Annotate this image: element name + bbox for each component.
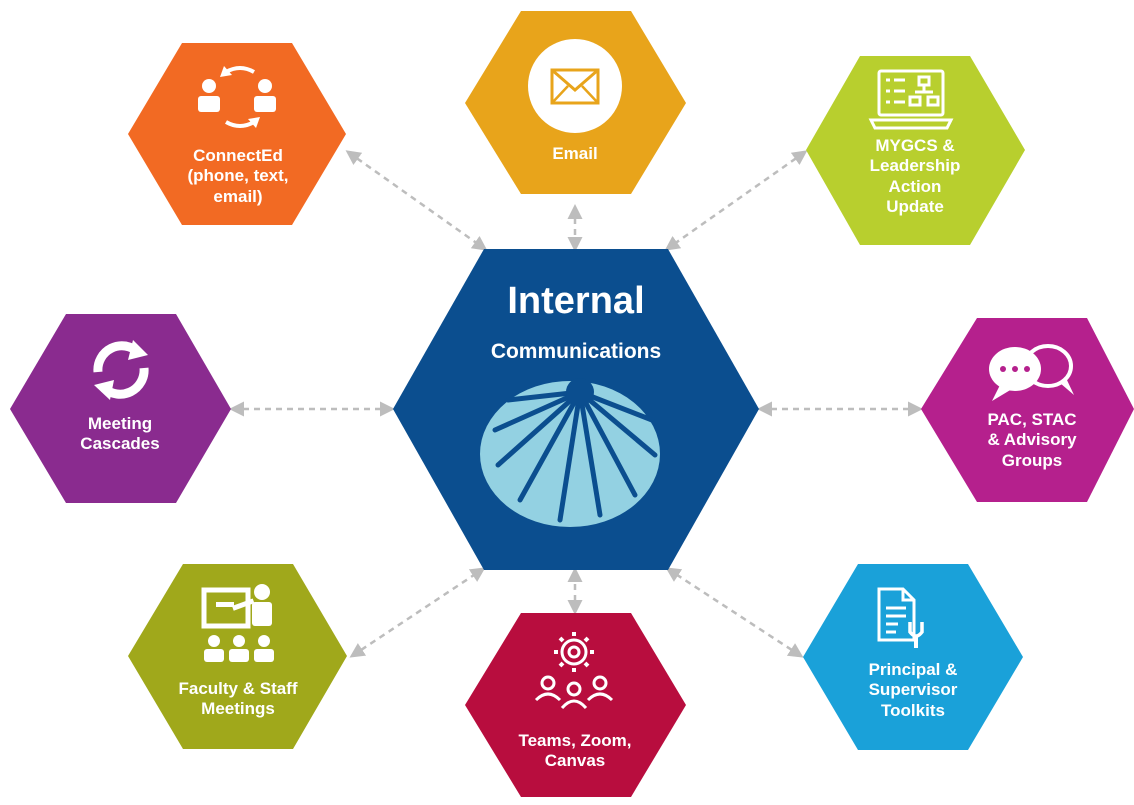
faculty-label-line-1: Faculty & Staff xyxy=(178,679,298,698)
principal-label: Principal & Supervisor Toolkits xyxy=(843,660,983,721)
chat-bubbles-icon xyxy=(989,344,1074,401)
envelope-icon xyxy=(528,39,622,133)
connected-label-line-1: ConnectEd xyxy=(193,146,283,165)
faculty-label-line-2: Meetings xyxy=(201,699,275,719)
pac-label: PAC, STAC & Advisory Groups xyxy=(962,410,1102,471)
email-label: Email xyxy=(505,144,645,164)
mygcs-label-line-4: Update xyxy=(886,197,944,217)
meeting-label: Meeting Cascades xyxy=(50,414,190,455)
connected-label-line-2: (phone, text, xyxy=(187,166,289,186)
connector-principal xyxy=(665,567,804,658)
connector-connected xyxy=(345,150,488,251)
mygcs-label-line-1: MYGCS & xyxy=(875,136,955,155)
teams-label: Teams, Zoom, Canvas xyxy=(495,731,655,772)
meeting-label-line-2: Cascades xyxy=(80,434,160,454)
mygcs-label-line-3: Action xyxy=(888,176,942,196)
center-subtitle: Communications xyxy=(490,340,662,363)
meeting-hexagon xyxy=(10,314,231,503)
mygcs-hexagon xyxy=(806,56,1025,245)
connector-mygcs xyxy=(664,150,808,251)
pac-label-line-3: Groups xyxy=(1001,450,1063,470)
center-title: Internal xyxy=(507,280,645,322)
mygcs-label: MYGCS & Leadership Action Update xyxy=(845,136,985,218)
pac-hexagon xyxy=(921,318,1134,502)
presentation-icon xyxy=(201,584,274,662)
laptop-org-chart-icon xyxy=(868,69,954,130)
refresh-arrows-icon xyxy=(93,340,149,400)
team-gear-icon xyxy=(534,632,614,710)
mygcs-label-line-2: Leadership xyxy=(869,156,961,176)
connected-label: ConnectEd (phone, text, email) xyxy=(158,146,318,207)
teams-label-line-1: Teams, Zoom, xyxy=(518,731,632,750)
meeting-label-line-1: Meeting xyxy=(87,414,153,433)
principal-label-line-3: Toolkits xyxy=(881,700,945,720)
people-exchange-icon xyxy=(198,66,276,128)
email-label-line-1: Email xyxy=(552,144,598,163)
connectors xyxy=(229,150,923,658)
document-wrench-icon xyxy=(877,587,924,648)
faculty-label: Faculty & Staff Meetings xyxy=(153,679,323,720)
principal-label-line-1: Principal & xyxy=(868,660,958,679)
pac-label-line-2: & Advisory xyxy=(987,430,1077,450)
teams-label-line-2: Canvas xyxy=(544,751,606,771)
globe-logo-icon xyxy=(480,378,660,527)
principal-label-line-2: Supervisor xyxy=(868,680,958,700)
principal-hexagon xyxy=(803,564,1023,750)
teams-hexagon xyxy=(465,613,686,797)
connected-label-line-3: email) xyxy=(213,186,263,206)
connected-hexagon xyxy=(128,43,346,225)
connector-faculty xyxy=(349,567,486,658)
pac-label-line-1: PAC, STAC xyxy=(987,410,1077,429)
